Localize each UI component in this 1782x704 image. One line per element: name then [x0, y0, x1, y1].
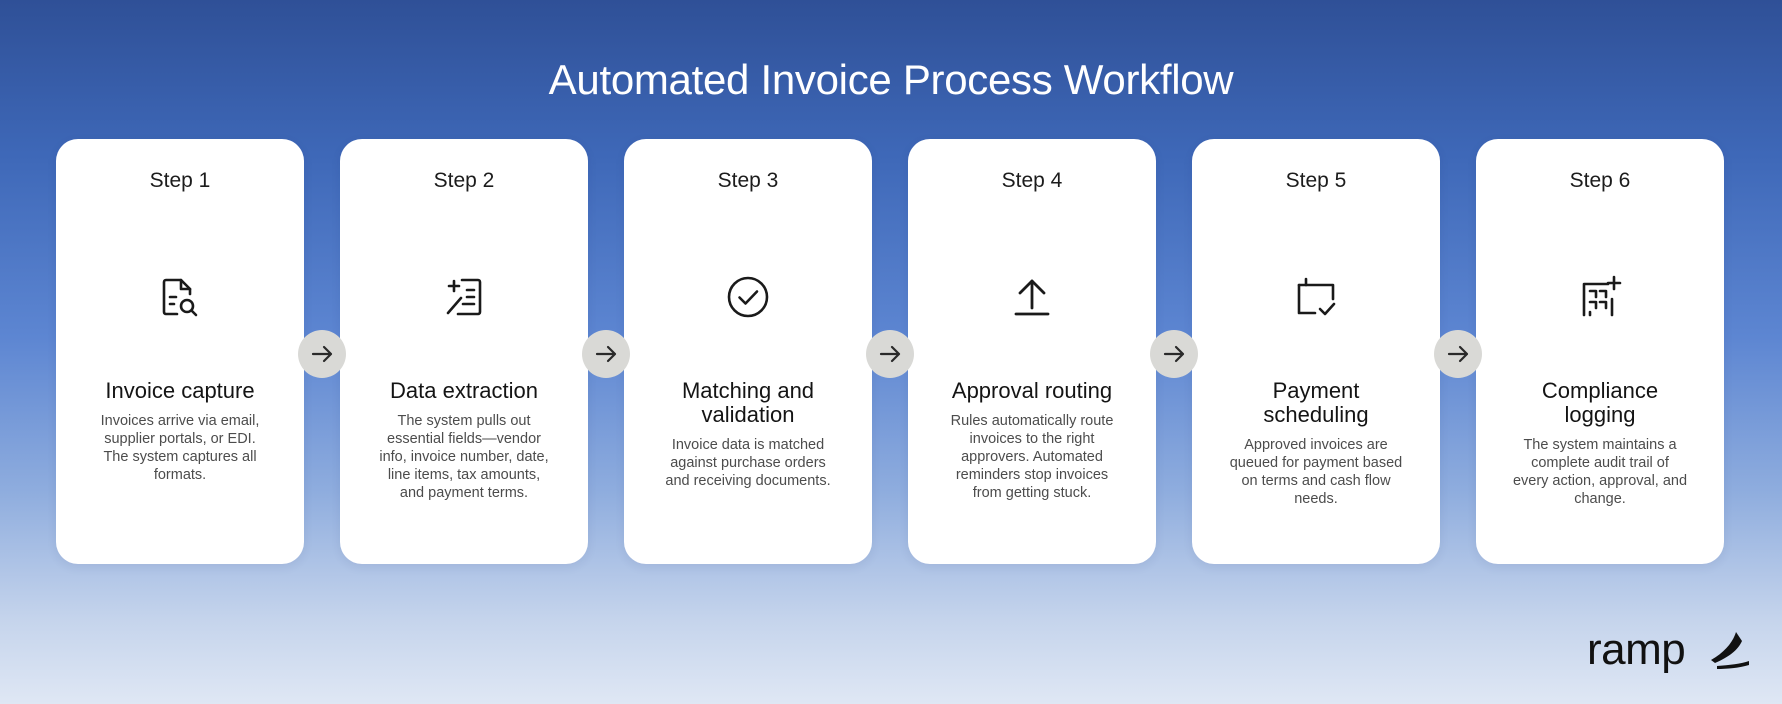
step-heading: Compliance logging	[1541, 378, 1659, 427]
step-label: Step 1	[149, 169, 211, 192]
step-card-3: Step 3 Matching and validation Invoice d…	[624, 139, 872, 564]
step-description: Approved invoices are queued for payment…	[1229, 437, 1403, 507]
document-sparkle-icon	[440, 273, 488, 321]
step-heading: Invoice capture	[105, 378, 255, 403]
step-description: The system pulls out essential fields—ve…	[379, 413, 549, 501]
step-card-2: Step 2 Data extraction The system pulls …	[340, 139, 588, 564]
step-card-4: Step 4 Approval routing Rules automatica…	[908, 139, 1156, 564]
step-description: The system maintains a complete audit tr…	[1512, 437, 1688, 507]
step-heading: Matching and validation	[681, 378, 815, 427]
step-description: Invoice data is matched against purchase…	[665, 437, 831, 489]
document-search-icon	[156, 273, 204, 321]
arrow-right-icon	[298, 330, 346, 378]
step-label: Step 5	[1285, 169, 1347, 192]
step-label: Step 4	[1001, 169, 1063, 192]
arrow-right-icon	[1150, 330, 1198, 378]
arrow-right-icon	[582, 330, 630, 378]
step-heading: Data extraction	[390, 378, 538, 403]
log-grid-plus-icon	[1576, 273, 1624, 321]
step-label: Step 3	[717, 169, 779, 192]
ramp-logo-icon	[1709, 630, 1751, 670]
arrow-right-icon	[1434, 330, 1482, 378]
page-title: Automated Invoice Process Workflow	[548, 56, 1234, 103]
step-heading: Approval routing	[951, 378, 1113, 403]
step-card-1: Step 1 Invoice capture Invoices arrive v…	[56, 139, 304, 564]
step-heading: Payment scheduling	[1263, 378, 1369, 427]
step-card-6: Step 6 Compliance logging The system mai…	[1476, 139, 1724, 564]
step-card-5: Step 5 Payment scheduling Approved invoi…	[1192, 139, 1440, 564]
upload-arrow-icon	[1008, 273, 1056, 321]
step-label: Step 2	[433, 169, 495, 192]
check-circle-icon	[724, 273, 772, 321]
arrow-right-icon	[866, 330, 914, 378]
calendar-check-icon	[1292, 273, 1340, 321]
step-description: Rules automatically route invoices to th…	[950, 413, 1114, 501]
brand-name: ramp	[1587, 625, 1686, 674]
step-description: Invoices arrive via email, supplier port…	[100, 413, 260, 483]
step-label: Step 6	[1569, 169, 1631, 192]
